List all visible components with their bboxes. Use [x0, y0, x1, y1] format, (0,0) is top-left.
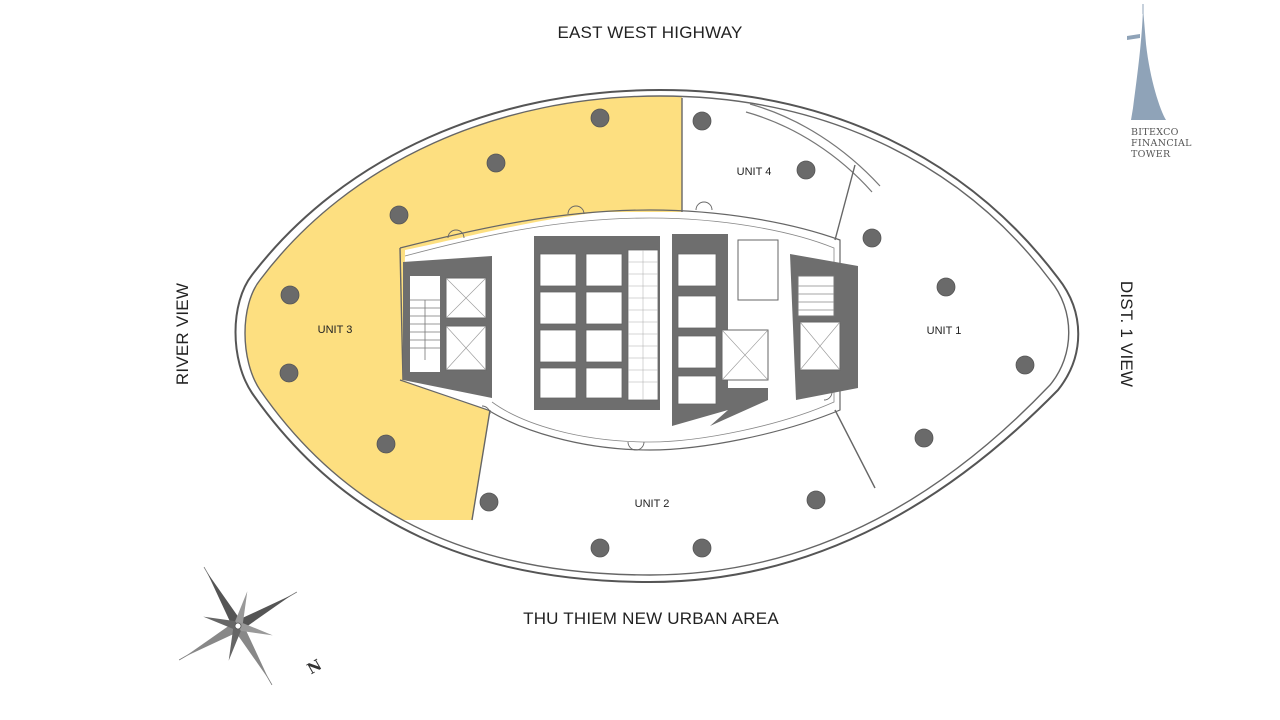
- core-east: [710, 239, 858, 426]
- column: [692, 111, 712, 131]
- bitexco-tower-logo: BITEXCO FINANCIAL TOWER: [1127, 4, 1192, 160]
- logo-line-3: TOWER: [1131, 149, 1171, 160]
- column: [796, 160, 816, 180]
- column: [389, 205, 409, 225]
- compass-north-label: N: [304, 656, 325, 679]
- column: [862, 228, 882, 248]
- column: [590, 108, 610, 128]
- corridor-inner: [404, 217, 835, 443]
- column: [936, 277, 956, 297]
- core-west: [403, 256, 492, 398]
- column: [692, 538, 712, 558]
- compass-rose-icon: [178, 566, 298, 686]
- unit-2-label: UNIT 2: [635, 498, 670, 510]
- doors: [447, 201, 833, 451]
- east-side-label: DIST. 1 VIEW: [1117, 280, 1136, 388]
- columns: [279, 108, 1035, 558]
- core-central: [534, 234, 728, 426]
- column: [376, 434, 396, 454]
- column: [486, 153, 506, 173]
- floor-plate-outer: [234, 88, 1080, 584]
- column: [280, 285, 300, 305]
- unit-1-label: UNIT 1: [927, 325, 962, 337]
- column: [914, 428, 934, 448]
- unit-4-label: UNIT 4: [737, 166, 772, 178]
- logo-line-2: FINANCIAL: [1131, 138, 1192, 149]
- unit-3-label: UNIT 3: [318, 324, 353, 336]
- west-side-label: RIVER VIEW: [173, 282, 192, 386]
- helipad-edge: [745, 103, 881, 193]
- unit-partitions: [399, 98, 876, 521]
- south-side-label: THU THIEM NEW URBAN AREA: [523, 609, 779, 628]
- column: [1015, 355, 1035, 375]
- column: [279, 363, 299, 383]
- column: [806, 490, 826, 510]
- north-side-label: EAST WEST HIGHWAY: [557, 23, 743, 42]
- floor-plate-inner: [244, 95, 1070, 576]
- logo-line-1: BITEXCO: [1131, 127, 1179, 138]
- column: [479, 492, 499, 512]
- column: [590, 538, 610, 558]
